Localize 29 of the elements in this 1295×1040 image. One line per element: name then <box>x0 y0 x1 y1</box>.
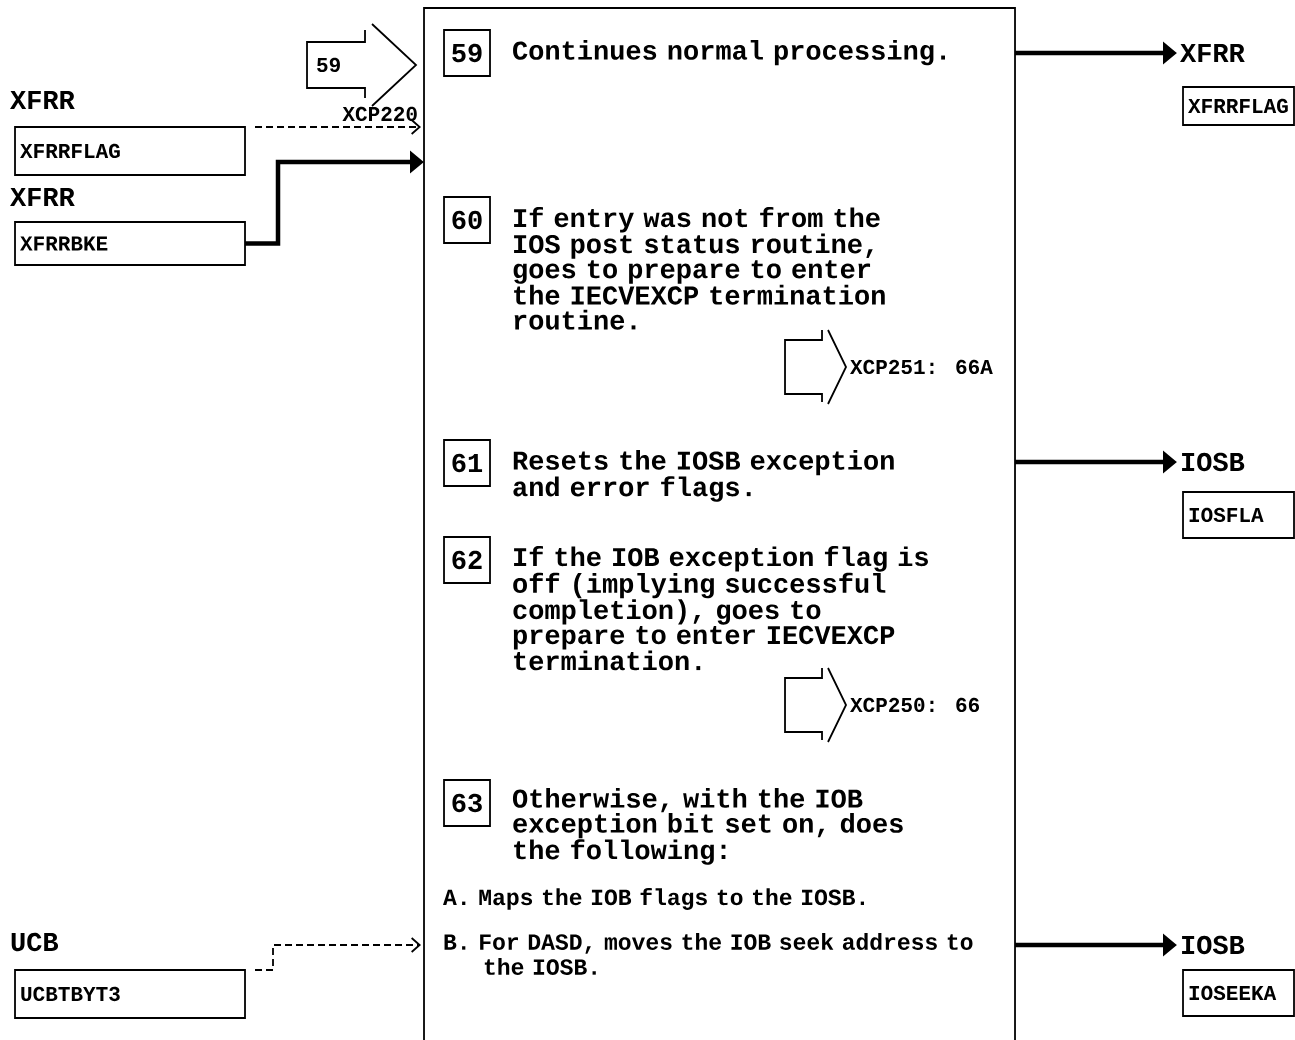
step-number-box: 62 <box>443 536 491 584</box>
box-heading: IOSB <box>1182 935 1245 955</box>
box-heading: XFRR <box>1180 44 1245 62</box>
note-text: A. Maps the IOB flags to the IOSB. <box>443 888 864 910</box>
process-box <box>423 7 1016 1040</box>
connector-label: XCP220 <box>342 106 417 122</box>
step-number-box: 61 <box>443 439 491 487</box>
data-box: IOSFLA <box>1182 491 1295 539</box>
step-number-box: 60 <box>443 196 491 244</box>
arrow <box>254 937 421 971</box>
data-box: XFRRFLAG <box>1182 86 1295 126</box>
step-text: Otherwise, with the IOB exception bit set on, does the following: <box>512 788 903 865</box>
step-number-box: 63 <box>443 779 491 827</box>
entry-connector: 59 <box>306 23 418 107</box>
box-heading: XFRR <box>10 188 75 206</box>
step-text: Resets the IOSB exception and error flags. <box>513 450 894 502</box>
box-heading: IOSB <box>1182 452 1245 472</box>
data-box: XFRRFLAG <box>14 126 246 176</box>
data-box: UCBTBYT3 <box>14 969 246 1019</box>
exit-connector: XCP251: 66A <box>784 329 993 405</box>
box-heading: XFRR <box>10 91 75 109</box>
data-box: IOSEEKA <box>1182 969 1295 1017</box>
step-number-box: 59 <box>443 29 491 77</box>
arrow <box>254 119 421 135</box>
step-text: Continues normal processing. <box>513 40 945 66</box>
data-box: XFRRBKE <box>14 221 246 266</box>
note-text: B. For DASD, moves the IOB seek address to the IOSB. <box>444 933 973 975</box>
box-heading: UCB <box>11 932 59 952</box>
step-text: If entry was not from the IOS post status routine, goes to prepare to enter the IECVEXCP termination routine. <box>513 207 885 330</box>
